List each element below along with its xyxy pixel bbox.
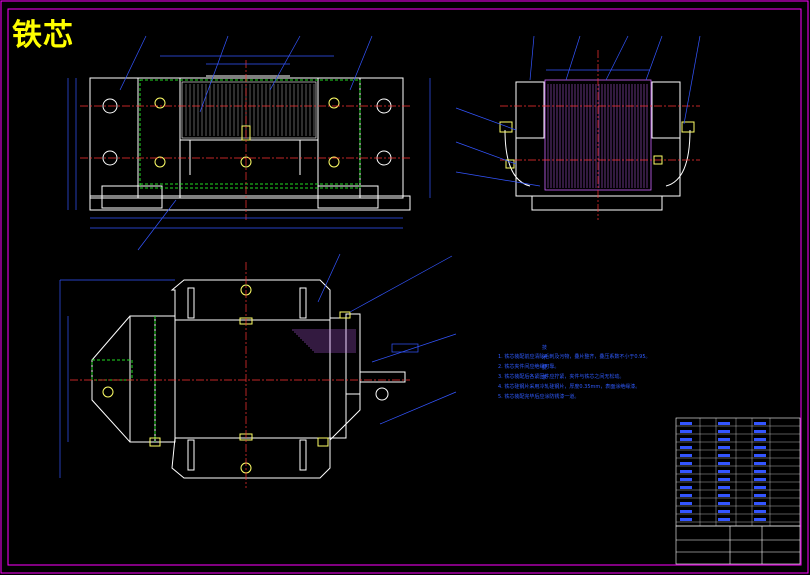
title-block-mark [718, 494, 730, 497]
top-view [91, 279, 406, 479]
title-block-mark [680, 518, 692, 521]
title-block-mark [718, 518, 730, 521]
side-view-leaders [455, 35, 701, 187]
title-block-mark [680, 454, 692, 457]
title-block-mark [680, 478, 692, 481]
title-block-mark [754, 446, 766, 449]
side-view-core-lines [547, 84, 648, 188]
title-block-mark [754, 438, 766, 441]
title-block-mark [754, 470, 766, 473]
title-block-mark [680, 462, 692, 465]
front-view-coil [181, 81, 317, 139]
front-view-nuts [154, 97, 340, 168]
technical-requirement-line: 5. 铁芯装配完毕后应涂防锈漆一道。 [498, 394, 580, 400]
title-block-mark [718, 462, 730, 465]
title-block-mark [754, 494, 766, 497]
title-block-mark [718, 438, 730, 441]
sheet-border-inner [7, 8, 802, 566]
title-block [675, 417, 801, 565]
title-block-mark [754, 502, 766, 505]
title-block-mark [718, 430, 730, 433]
title-block-mark [680, 502, 692, 505]
title-block-mark [718, 486, 730, 489]
front-view-centerlines [80, 60, 410, 220]
title-block-mark [754, 518, 766, 521]
title-block-mark [680, 446, 692, 449]
title-block-mark [718, 502, 730, 505]
title-block-mark [680, 510, 692, 513]
technical-requirement-line: 3. 铁芯装配后各紧固件应拧紧，夹件与铁芯之间无松动。 [498, 374, 625, 380]
side-view-bolts [499, 121, 695, 169]
top-view-hidden [91, 316, 156, 442]
title-block-mark [718, 478, 730, 481]
side-view-centerlines [500, 50, 700, 220]
title-block-mark [718, 422, 730, 425]
top-view-rods [187, 287, 307, 471]
front-view-dimensions [67, 35, 431, 251]
title-block-grid [676, 418, 800, 526]
title-block-text-marks [680, 422, 766, 521]
technical-requirement-line: 4. 铁芯硅钢片采用冷轧硅钢片，厚度0.35mm，表面涂绝缘漆。 [498, 384, 641, 390]
title-block-mark [680, 494, 692, 497]
drawing-title: 铁芯 [12, 18, 74, 53]
title-block-mark [754, 478, 766, 481]
technical-requirements-heading: 技术要求 [542, 345, 548, 381]
title-block-mark [718, 510, 730, 513]
front-view-hidden [139, 79, 361, 189]
front-view [89, 75, 411, 211]
technical-requirement-line: 1. 铁芯装配前应清除毛刺及污物，叠片整齐，叠压系数不小于0.95。 [498, 354, 651, 360]
top-view-wedge [292, 329, 356, 353]
side-view [504, 81, 691, 211]
title-block-mark [680, 430, 692, 433]
top-view-centerlines [70, 262, 410, 488]
title-block-mark [718, 446, 730, 449]
front-view-holes [102, 98, 392, 166]
title-block-mark [754, 422, 766, 425]
title-block-mark [754, 430, 766, 433]
title-block-mark [680, 486, 692, 489]
title-block-mark [680, 438, 692, 441]
title-block-mark [754, 462, 766, 465]
title-block-mark [754, 454, 766, 457]
title-block-mark [680, 422, 692, 425]
title-block-mark [718, 454, 730, 457]
technical-requirement-line: 2. 铁芯夹件间应绝缘可靠。 [498, 364, 560, 370]
title-block-mark [754, 486, 766, 489]
title-block-mark [754, 510, 766, 513]
title-block-mark [680, 470, 692, 473]
top-view-dimensions [59, 253, 457, 478]
title-block-mark [718, 470, 730, 473]
top-view-nuts [102, 284, 351, 474]
